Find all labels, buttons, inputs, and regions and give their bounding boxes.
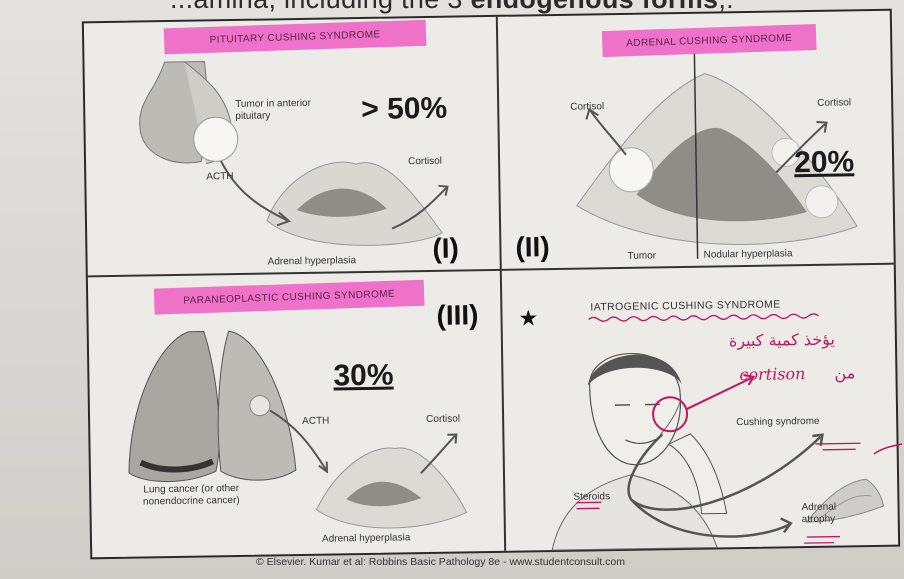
pituitary-acth-label: ACTH: [206, 171, 233, 183]
adrenal-cortisol-right-label: Cortisol: [817, 97, 851, 110]
image-credit: © Elsevier. Kumar et al: Robbins Basic P…: [256, 556, 625, 568]
adrenal-percent: 20%: [794, 145, 855, 180]
pituitary-cortisol-label: Cortisol: [408, 156, 442, 169]
pituitary-title: PITUITARY CUSHING SYNDROME: [209, 29, 380, 46]
pituitary-percent: > 50%: [361, 92, 447, 127]
figure-frame: PITUITARY CUSHING SYNDROME Tumor in ante…: [82, 9, 900, 560]
adrenal-numeral: (II): [515, 231, 550, 264]
paraneoplastic-numeral: (III): [436, 299, 478, 332]
note-cortison: cortison: [739, 364, 805, 384]
adrenal-cortisol-left-label: Cortisol: [570, 101, 604, 114]
paraneoplastic-lung-label: Lung cancer (or other nonendocrine cance…: [121, 483, 261, 509]
margin-pen-mark: [872, 440, 904, 460]
adrenal-hyperplasia-label: Nodular hyperplasia: [703, 248, 792, 261]
paraneoplastic-title: PARANEOPLASTIC CUSHING SYNDROME: [183, 288, 395, 306]
pituitary-title-highlight: PITUITARY CUSHING SYNDROME: [164, 20, 427, 55]
pituitary-numeral: (I): [432, 233, 459, 265]
paraneoplastic-illustration: [119, 317, 503, 558]
paraneoplastic-cortisol-label: Cortisol: [426, 414, 460, 427]
adrenal-atrophy-label: Adrenal atrophy: [801, 501, 851, 526]
iatrogenic-title: IATROGENIC CUSHING SYNDROME: [590, 298, 780, 313]
cushing-syndrome-label: Cushing syndrome: [736, 416, 820, 429]
steroids-label: Steroids: [573, 491, 610, 504]
paraneoplastic-gland-label: Adrenal hyperplasia: [322, 532, 411, 545]
adrenal-title: ADRENAL CUSHING SYNDROME: [626, 32, 792, 48]
pituitary-tumor-label: Tumor in anterior pituitary: [235, 98, 327, 123]
heading-prefix: ...amina, including the 3: [170, 0, 463, 14]
note-arabic-line1: يؤخذ كمية كبيرة: [729, 330, 835, 351]
paraneoplastic-percent: 30%: [333, 359, 394, 394]
note-arabic-line2: من: [834, 363, 855, 382]
paraneoplastic-acth-label: ACTH: [302, 416, 329, 428]
pituitary-gland-label: Adrenal hyperplasia: [268, 255, 357, 268]
paraneoplastic-title-highlight: PARANEOPLASTIC CUSHING SYNDROME: [154, 280, 425, 315]
adrenal-tumor-label: Tumor: [627, 250, 656, 262]
